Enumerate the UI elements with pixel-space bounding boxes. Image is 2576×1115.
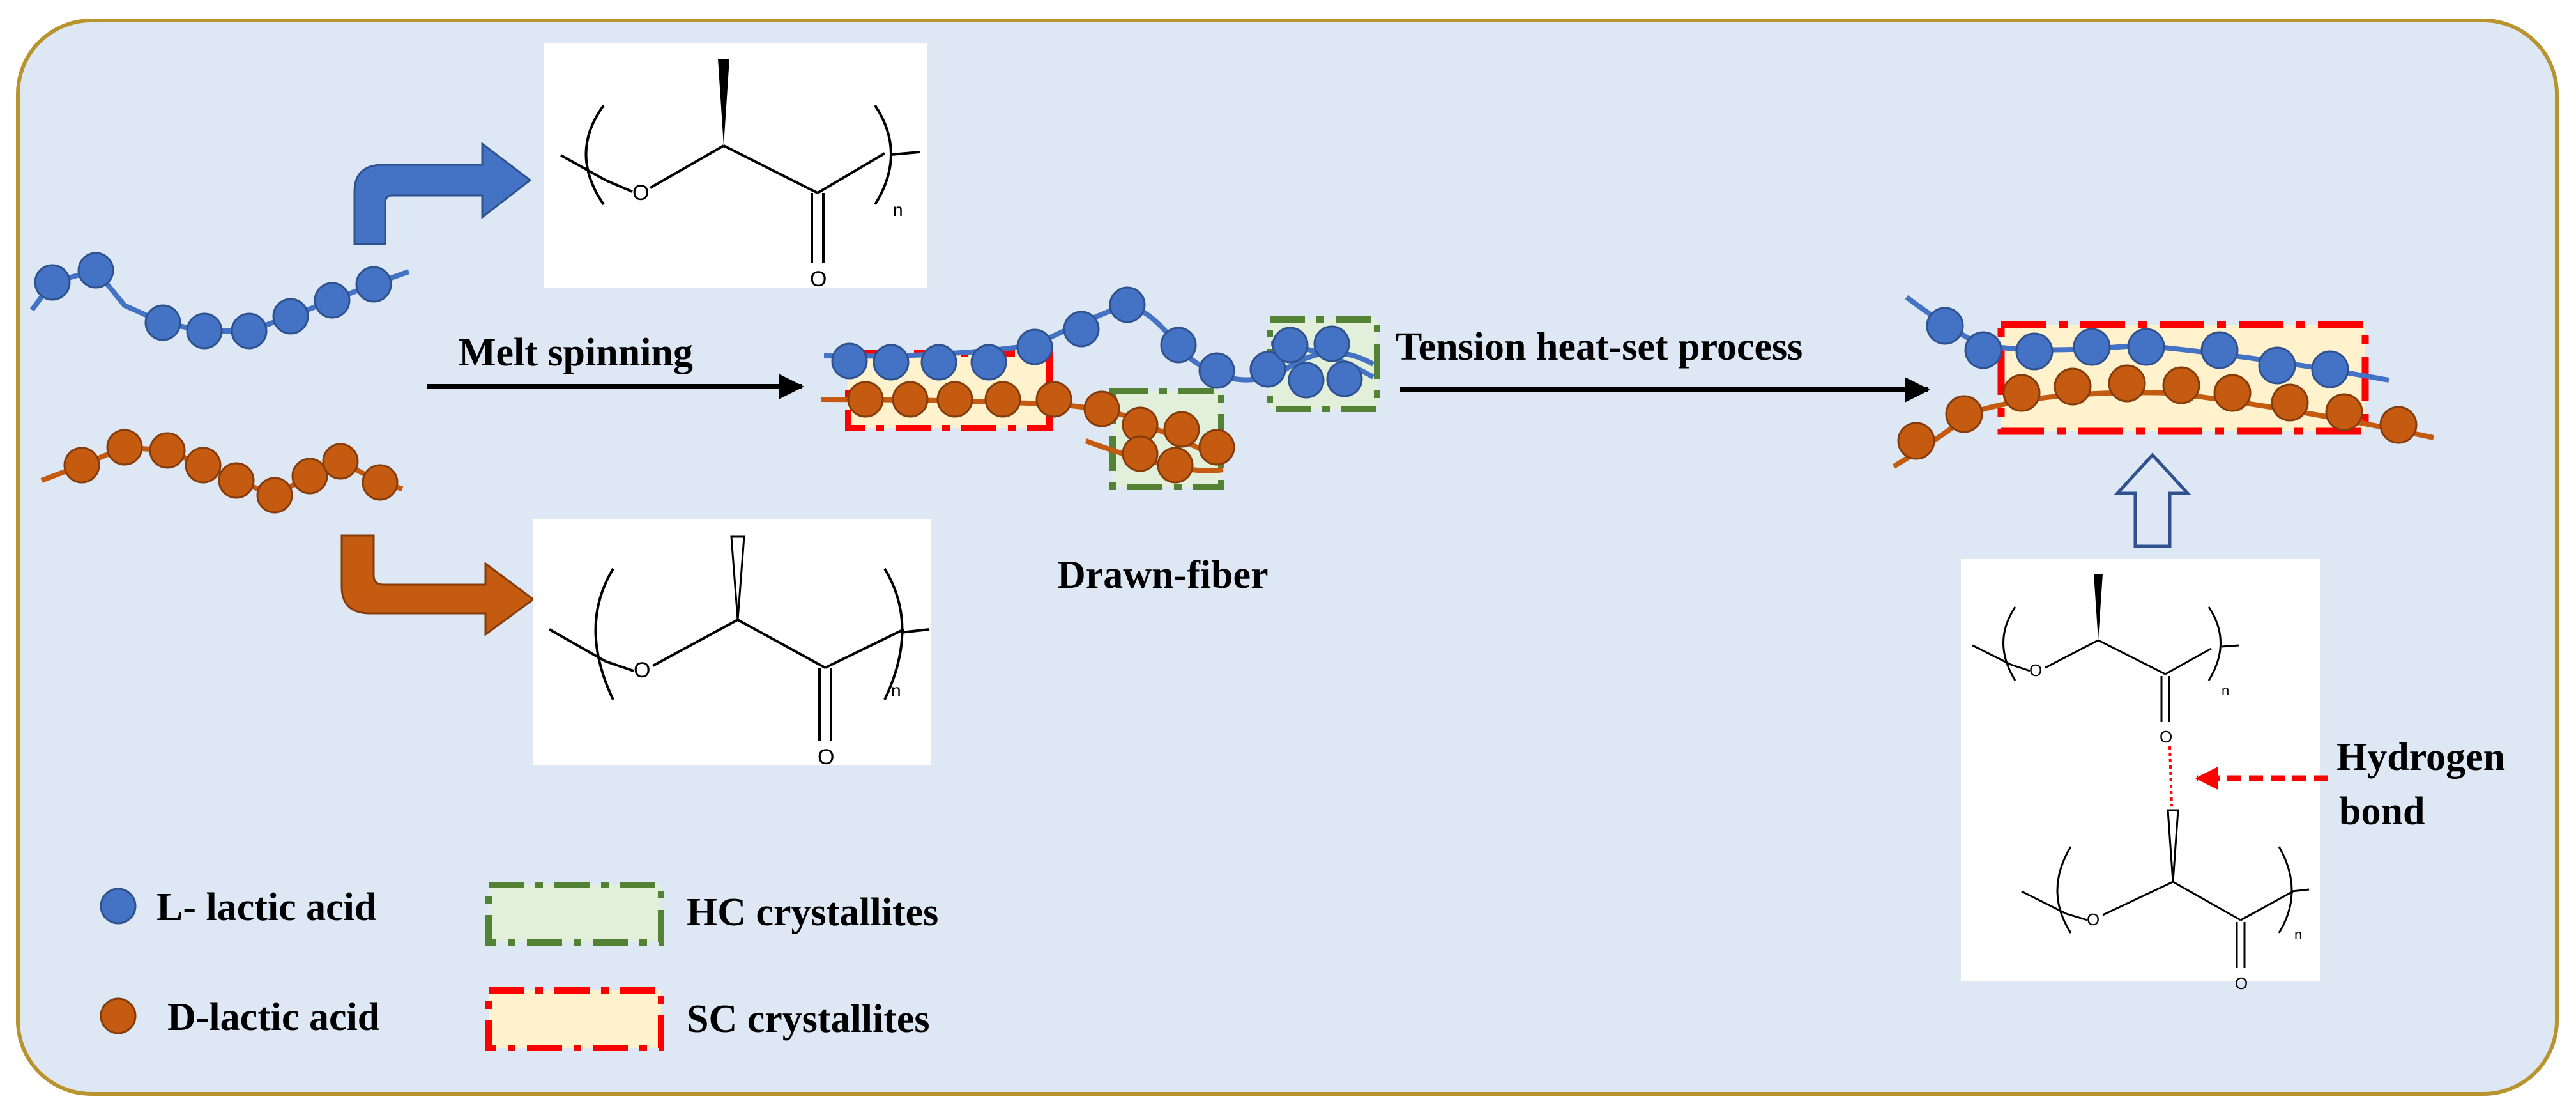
l-lactic-bead (2311, 350, 2349, 388)
d-lactic-bead (291, 458, 328, 495)
d-lactic-bead (2162, 366, 2200, 404)
d-lactic-bead (185, 447, 222, 484)
l-lactic-bead (2015, 332, 2054, 371)
l-lactic-bead (1313, 325, 1350, 362)
d-lactic-bead (892, 381, 929, 418)
d-lactic-bead (1122, 435, 1159, 472)
oxygen-atom-label: O (2087, 910, 2100, 929)
d-lactic-bead (149, 432, 186, 469)
d-lactic-chain-left (40, 429, 404, 514)
l-lactic-bead (272, 298, 309, 335)
oxygen-atom-label: O (634, 658, 650, 682)
oxygen-atom-label: O (632, 181, 649, 205)
d-lactic-bead (1198, 429, 1235, 466)
l-lactic-bead (34, 264, 71, 301)
d-lactic-bead (2325, 393, 2363, 431)
l-lactic-bead (355, 266, 392, 303)
background-frame (16, 19, 2559, 1096)
l-lactic-bead (2200, 331, 2239, 369)
oxygen-atom-label: O (2029, 661, 2042, 680)
d-lactic-bead (1945, 395, 1983, 433)
d-lactic-bead (256, 477, 293, 514)
l-lactic-bead (77, 252, 114, 289)
hydrogen-bond-structure: O O n O O n (1961, 559, 2320, 993)
d-lactic-bead (2108, 364, 2146, 403)
carbonyl-oxygen-label: O (2235, 974, 2248, 993)
hollow-up-arrow-icon (2114, 452, 2191, 548)
bent-arrow-icon-blue (353, 141, 532, 245)
d-lactic-bead (2213, 374, 2252, 412)
drawn-fiber-label: Drawn-fiber (1057, 553, 1269, 597)
l-lactic-bead (1016, 328, 1053, 365)
legend-sc-label: SC crystallites (687, 997, 930, 1041)
d-lactic-bead (1083, 390, 1120, 427)
l-lactic-bead (231, 312, 268, 350)
d-lactic-bead (1897, 422, 1935, 460)
legend-hc-label: HC crystallites (687, 891, 938, 934)
d-lactic-bead (1035, 381, 1072, 418)
bond-label: bond (2339, 790, 2425, 833)
l-lactic-bead (2127, 328, 2165, 366)
d-lactic-bead (2271, 383, 2309, 422)
d-lactic-bead (362, 464, 399, 501)
d-lactic-bead (847, 381, 884, 418)
d-lactic-bead (1157, 447, 1194, 484)
legend-hc-box (485, 882, 664, 946)
subscript-n-label: n (2294, 927, 2302, 942)
l-lactic-bead (1272, 327, 1309, 364)
subscript-n-label: n (893, 200, 903, 220)
l-lactic-bead (1964, 331, 2002, 369)
d-lactic-bead (984, 381, 1021, 418)
l-lactic-bead (920, 344, 957, 381)
l-lactic-bead (186, 312, 223, 350)
l-lactic-bead (1063, 311, 1100, 348)
carbonyl-oxygen-label: O (810, 267, 827, 291)
l-lactic-bead (144, 304, 181, 341)
legend-d-bead-icon (100, 997, 137, 1034)
d-lactic-bead (1163, 411, 1200, 448)
l-lactic-bead (2258, 346, 2296, 385)
legend-sc-box (485, 987, 664, 1051)
d-lactic-bead (106, 429, 143, 466)
melt-spinning-label: Melt spinning (459, 331, 693, 374)
carbonyl-oxygen-label: O (818, 745, 834, 769)
legend-l-lactic-label: L- lactic acid (156, 886, 376, 929)
l-lactic-bead (831, 342, 868, 380)
l-lactic-bead (873, 344, 910, 381)
d-lactic-bead (322, 443, 359, 480)
l-lactic-bead (1926, 307, 1964, 345)
l-lactic-bead (1198, 352, 1235, 389)
l-lactic-bead (970, 344, 1007, 381)
d-lactic-bead (936, 381, 973, 418)
legend-d-lactic-label: D-lactic acid (167, 996, 379, 1039)
d-pla-structure: O O n (533, 519, 931, 769)
tension-heat-set-label: Tension heat-set process (1396, 325, 1802, 369)
legend: L- lactic acid D-lactic acid HC crystall… (100, 882, 938, 1051)
legend-l-bead-icon (100, 888, 137, 925)
l-pla-structure: O O n (544, 43, 927, 291)
heat-set-fiber (1892, 295, 2434, 469)
hydrogen-label: Hydrogen (2336, 735, 2505, 779)
d-lactic-bead (2002, 374, 2041, 412)
l-lactic-chain-left (29, 252, 410, 350)
carbonyl-oxygen-label: O (2160, 727, 2172, 746)
l-lactic-bead (1160, 327, 1197, 364)
drawn-fiber (820, 286, 1380, 490)
subscript-n-label: n (891, 681, 901, 700)
l-lactic-bead (1109, 286, 1146, 323)
d-lactic-bead (2054, 367, 2092, 406)
l-lactic-bead (314, 282, 351, 319)
l-lactic-bead (1249, 351, 1286, 388)
l-lactic-bead (1326, 360, 1363, 397)
l-lactic-bead (2073, 328, 2111, 366)
d-lactic-bead (2379, 406, 2418, 444)
l-lactic-bead (1288, 362, 1325, 399)
d-lactic-bead (63, 447, 100, 484)
subscript-n-label: n (2222, 682, 2229, 698)
d-lactic-bead (218, 462, 255, 499)
